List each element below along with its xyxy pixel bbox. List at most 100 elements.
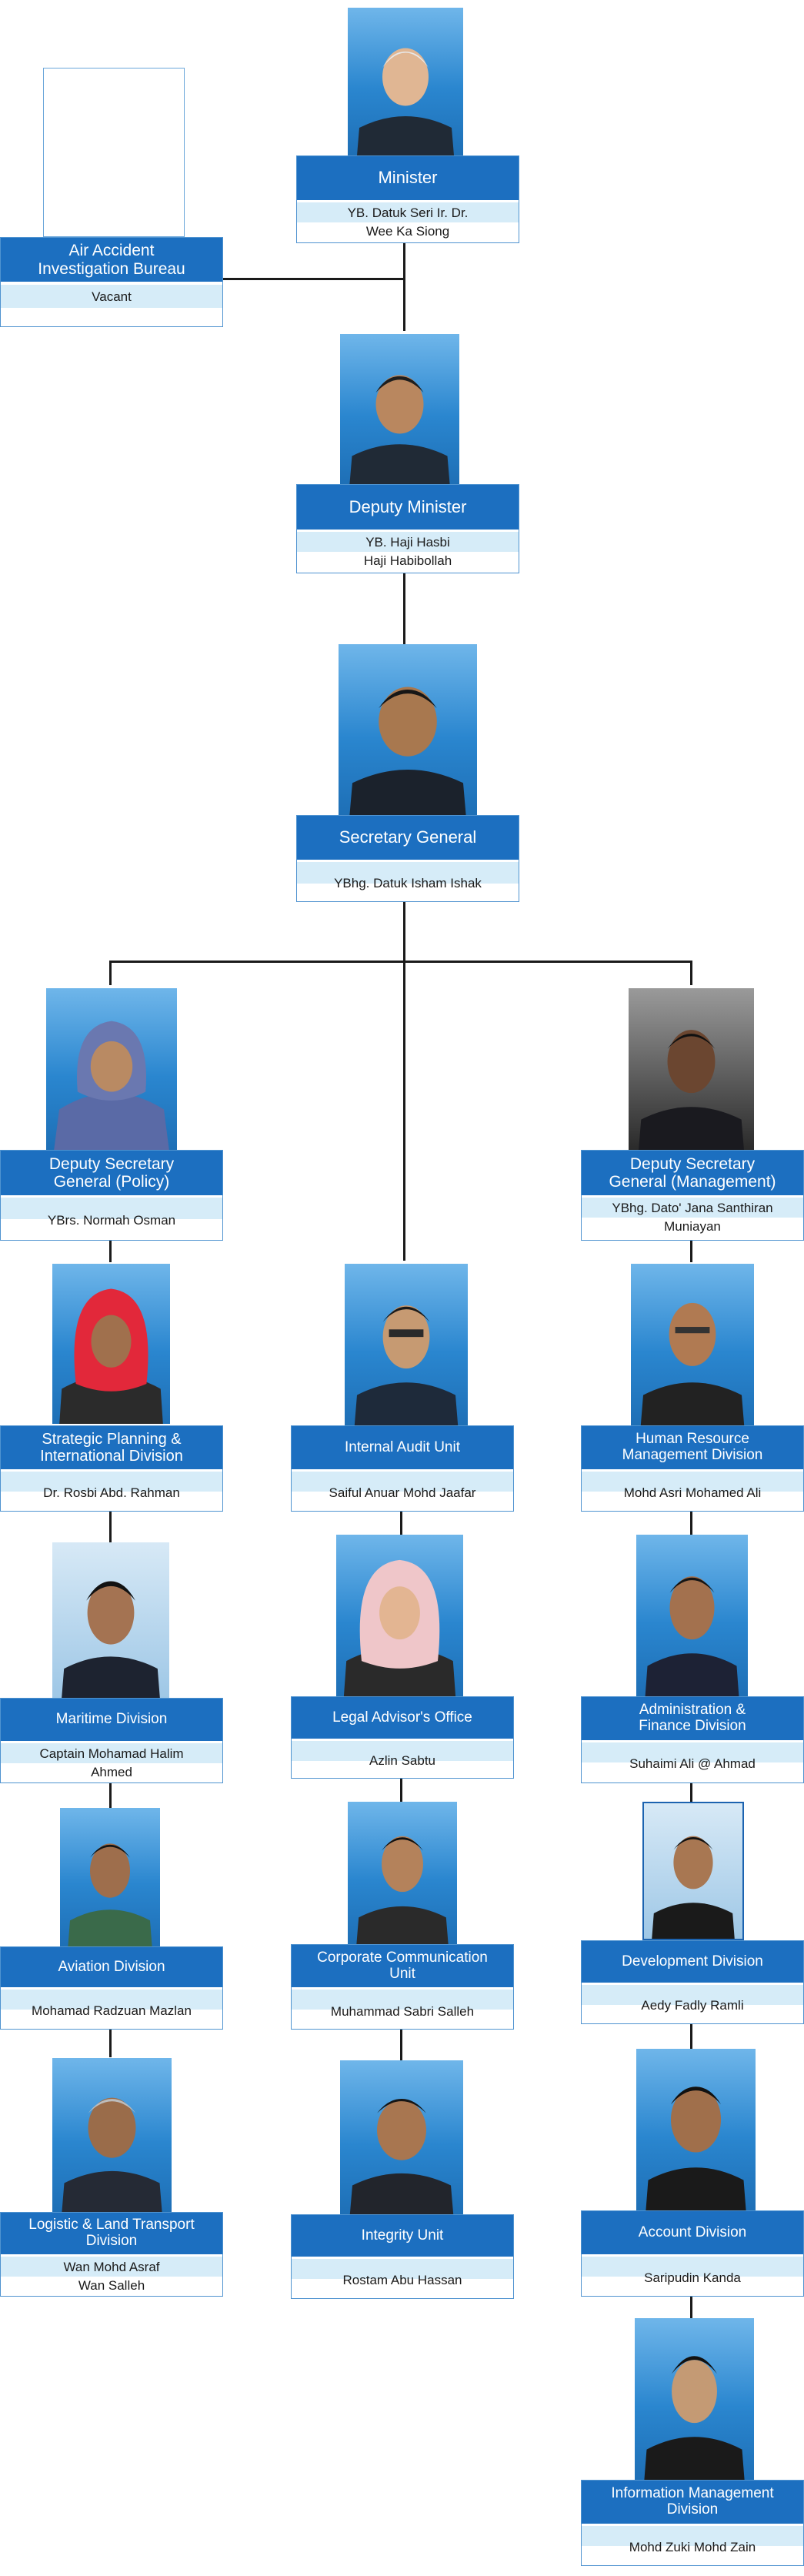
hr-title-line-2: Management Division	[622, 1447, 763, 1463]
aviation-title: Aviation Division	[1, 1947, 222, 1987]
admin-finance-box: Administration & Finance Division Suhaim…	[581, 1696, 804, 1783]
logistic-head-photo	[52, 2058, 172, 2212]
info-mgmt-title-line-2: Division	[666, 2501, 719, 2518]
connector-secgen-down	[403, 902, 405, 1261]
hr-title-line-1: Human Resource	[636, 1431, 749, 1448]
maritime-box: Maritime Division Captain Mohamad Halim …	[0, 1698, 223, 1783]
info-mgmt-box: Information Management Division Mohd Zuk…	[581, 2480, 804, 2566]
info-mgmt-title-line-1: Information Management	[611, 2485, 774, 2502]
dsg-policy-name: YBrs. Normah Osman	[47, 1213, 176, 1228]
connector-horizontal-branch	[109, 961, 692, 963]
internal-audit-photo	[345, 1264, 468, 1425]
connector-right-5	[690, 2297, 692, 2318]
corporate-comm-title-line-2: Unit	[389, 1965, 415, 1982]
aaib-title: Air Accident Investigation Bureau	[1, 238, 222, 282]
connector-mid-3	[400, 2030, 402, 2060]
strategic-planning-name: Dr. Rosbi Abd. Rahman	[43, 1485, 180, 1500]
logistic-box: Logistic & Land Transport Division Wan M…	[0, 2212, 223, 2297]
connector-minister-deputy	[403, 243, 405, 331]
deputy-minister-title: Deputy Minister	[297, 485, 519, 530]
minister-photo	[348, 8, 463, 155]
integrity-box: Integrity Unit Rostam Abu Hassan	[291, 2214, 514, 2299]
admin-finance-name: Suhaimi Ali @ Ahmad	[629, 1756, 756, 1771]
connector-left-1	[109, 1241, 112, 1262]
legal-advisor-photo	[336, 1535, 463, 1696]
integrity-head-photo	[340, 2060, 463, 2214]
strategic-planning-box: Strategic Planning & International Divis…	[0, 1425, 223, 1512]
dsg-policy-title-line-1: Deputy Secretary	[48, 1154, 175, 1173]
info-mgmt-head-photo	[635, 2318, 754, 2480]
aviation-name: Mohamad Radzuan Mazlan	[32, 2003, 192, 2018]
corporate-comm-box: Corporate Communication Unit Muhammad Sa…	[291, 1944, 514, 2030]
dsg-management-name-line-1: YBhg. Dato' Jana Santhiran	[612, 1201, 773, 1215]
development-head-photo	[642, 1802, 744, 1940]
connector-left-3	[109, 1783, 112, 1808]
info-mgmt-name: Mohd Zuki Mohd Zain	[629, 2540, 756, 2554]
legal-advisor-box: Legal Advisor's Office Azlin Sabtu	[291, 1696, 514, 1779]
logistic-title-line-2: Division	[85, 2233, 138, 2249]
legal-advisor-title: Legal Advisor's Office	[292, 1697, 513, 1739]
dsg-policy-title-line-2: General (Policy)	[53, 1173, 170, 1191]
account-head-photo	[636, 2049, 756, 2210]
info-mgmt-title: Information Management Division	[582, 2481, 803, 2524]
dsg-management-box: Deputy Secretary General (Management) YB…	[581, 1150, 804, 1241]
deputy-minister-box: Deputy Minister YB. Haji Hasbi Haji Habi…	[296, 484, 519, 573]
hr-title: Human Resource Management Division	[582, 1426, 803, 1469]
aviation-box: Aviation Division Mohamad Radzuan Mazlan	[0, 1946, 223, 2030]
deputy-minister-photo	[340, 334, 459, 484]
strategic-planning-title: Strategic Planning & International Divis…	[1, 1426, 222, 1469]
connector-right-2	[690, 1512, 692, 1535]
aaib-title-line-1: Air Accident	[68, 242, 155, 260]
legal-advisor-name: Azlin Sabtu	[369, 1753, 435, 1768]
minister-title: Minister	[297, 156, 519, 200]
dsg-management-photo	[629, 988, 754, 1150]
connector-right-4	[690, 2024, 692, 2049]
connector-right-1	[690, 1241, 692, 1262]
hr-head-photo	[631, 1264, 754, 1425]
deputy-minister-name-line-2: Haji Habibollah	[363, 553, 452, 568]
connector-right-3	[690, 1783, 692, 1806]
dsg-management-title: Deputy Secretary General (Management)	[582, 1151, 803, 1195]
strategic-planning-title-line-2: International Division	[40, 1448, 183, 1465]
connector-right-drop	[690, 961, 692, 985]
connector-left-2	[109, 1512, 112, 1542]
dsg-management-title-line-2: General (Management)	[609, 1173, 776, 1191]
admin-finance-photo	[636, 1535, 748, 1696]
account-box: Account Division Saripudin Kanda	[581, 2210, 804, 2297]
aaib-title-line-2: Investigation Bureau	[38, 259, 185, 278]
admin-finance-title-line-2: Finance Division	[639, 1718, 746, 1734]
strategic-planning-title-line-1: Strategic Planning &	[42, 1431, 182, 1448]
connector-left-4	[109, 2030, 112, 2057]
hr-box: Human Resource Management Division Mohd …	[581, 1425, 804, 1512]
development-name: Aedy Fadly Ramli	[641, 1998, 744, 2013]
strategic-head-photo	[52, 1264, 170, 1424]
minister-name-line-2: Wee Ka Siong	[365, 224, 450, 239]
maritime-name-line-1: Captain Mohamad Halim	[39, 1746, 184, 1761]
logistic-title: Logistic & Land Transport Division	[1, 2213, 222, 2254]
corporate-comm-name: Muhammad Sabri Salleh	[330, 2004, 475, 2019]
internal-audit-name: Saiful Anuar Mohd Jaafar	[329, 1485, 476, 1500]
development-box: Development Division Aedy Fadly Ramli	[581, 1940, 804, 2024]
dsg-policy-photo	[46, 988, 177, 1150]
minister-box: Minister YB. Datuk Seri Ir. Dr. Wee Ka S…	[296, 155, 519, 243]
dsg-policy-box: Deputy Secretary General (Policy) YBrs. …	[0, 1150, 223, 1241]
dsg-management-title-line-1: Deputy Secretary	[629, 1154, 756, 1173]
minister-name-line-1: YB. Datuk Seri Ir. Dr.	[347, 205, 469, 220]
logistic-title-line-1: Logistic & Land Transport	[28, 2217, 195, 2234]
corporate-comm-title: Corporate Communication Unit	[292, 1945, 513, 1987]
corporate-comm-title-line-1: Corporate Communication	[317, 1949, 488, 1966]
admin-finance-title: Administration & Finance Division	[582, 1697, 803, 1740]
aaib-box: Air Accident Investigation Bureau Vacant	[0, 237, 223, 327]
internal-audit-box: Internal Audit Unit Saiful Anuar Mohd Ja…	[291, 1425, 514, 1512]
connector-deputy-secgen	[403, 573, 405, 644]
aaib-name: Vacant	[92, 289, 132, 304]
aviation-head-photo	[60, 1808, 160, 1946]
connector-mid-2	[400, 1779, 402, 1802]
connector-aaib-branch	[221, 278, 405, 280]
logistic-name-line-2: Wan Salleh	[78, 2278, 145, 2293]
logistic-name-line-1: Wan Mohd Asraf	[63, 2260, 160, 2274]
internal-audit-title: Internal Audit Unit	[292, 1426, 513, 1469]
maritime-title: Maritime Division	[1, 1699, 222, 1741]
dsg-management-name-line-2: Muniayan	[664, 1219, 721, 1234]
corporate-comm-photo	[348, 1802, 457, 1944]
